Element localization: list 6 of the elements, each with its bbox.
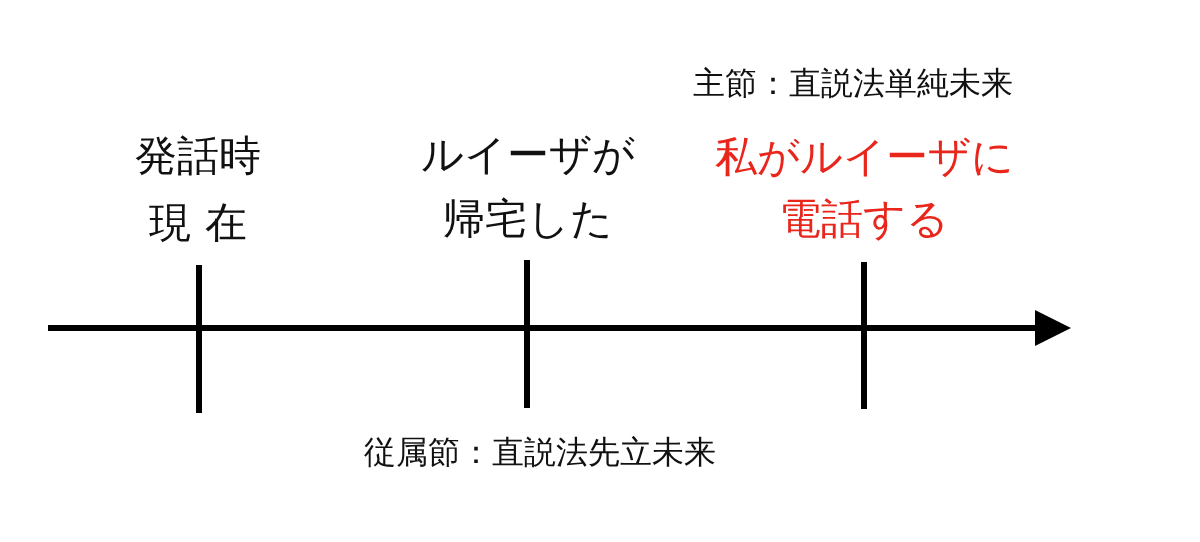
time-point-label: 発話時 <box>135 130 261 182</box>
tense-note: 主節：直説法単純未来 <box>693 63 1013 104</box>
time-point-label: 現 在 <box>149 197 247 249</box>
tense-note: 従属節：直説法先立未来 <box>364 432 716 473</box>
event-label: ルイーザが帰宅した <box>420 129 636 245</box>
event-label: 私がルイーザに電話する <box>713 131 1015 245</box>
